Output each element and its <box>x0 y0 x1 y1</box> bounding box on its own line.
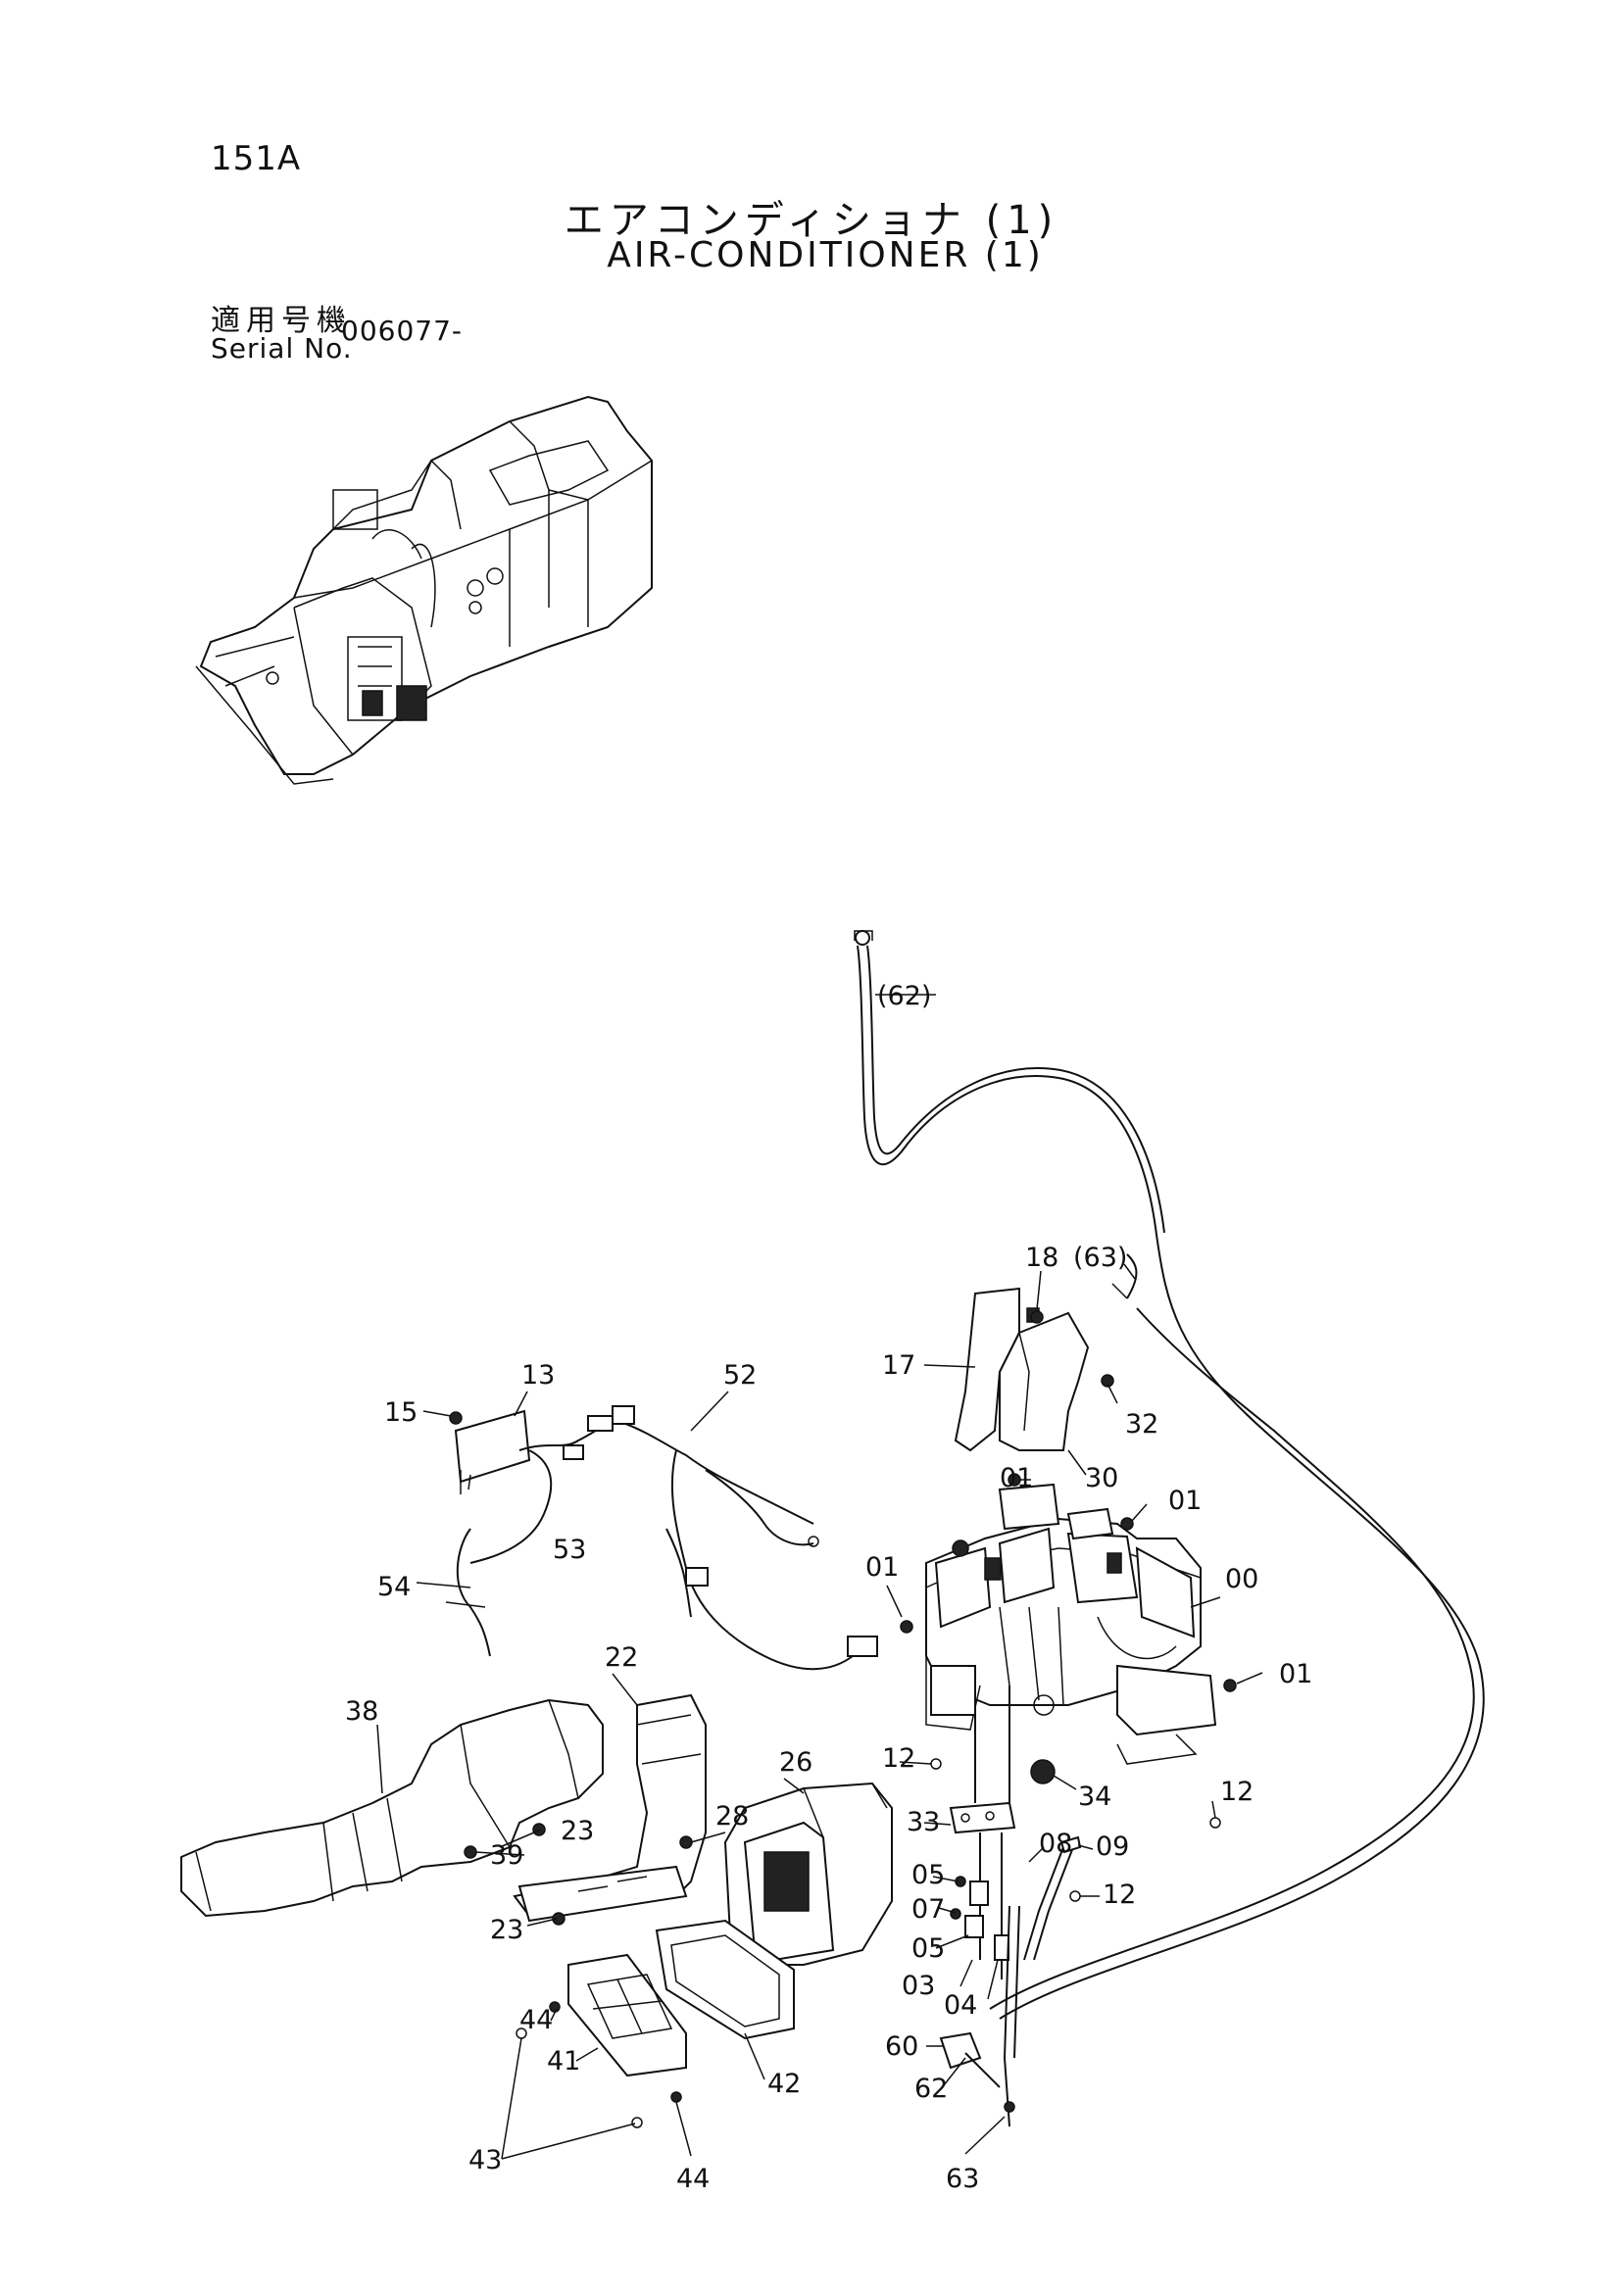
callout-01-right-lower: 01 <box>1279 1659 1312 1689</box>
callout-28: 28 <box>715 1801 749 1832</box>
callout-15: 15 <box>384 1397 418 1428</box>
callout-63: 63 <box>946 2164 979 2194</box>
callout-17: 17 <box>882 1350 915 1381</box>
callout-05-lower: 05 <box>911 1933 945 1964</box>
lower-duct <box>513 1693 707 1923</box>
callout-13: 13 <box>521 1360 555 1391</box>
callout-62: 62 <box>914 2074 948 2104</box>
callout-00: 00 <box>1225 1564 1258 1594</box>
callout-43: 43 <box>468 2145 502 2175</box>
callout-34: 34 <box>1078 1782 1111 1812</box>
callout-41: 41 <box>547 2046 580 2076</box>
callout-30: 30 <box>1085 1463 1118 1493</box>
callout-12-right: 12 <box>1220 1777 1254 1807</box>
callout-18: 18 <box>1025 1243 1058 1273</box>
callout-52: 52 <box>723 1360 757 1391</box>
callout-39: 39 <box>490 1840 523 1871</box>
refrigerant-hose-assembly <box>854 930 1485 2020</box>
serial-label-english: Serial No. <box>211 332 353 365</box>
callout-04: 04 <box>944 1990 977 2021</box>
callout-01-left: 01 <box>865 1552 899 1583</box>
callout-01-right-upper: 01 <box>1168 1486 1202 1516</box>
page-title-english: AIR-CONDITIONER (1) <box>607 235 1044 275</box>
callout-23-upper: 23 <box>561 1816 594 1846</box>
callout-05-upper: 05 <box>911 1860 945 1890</box>
callout-12-lower: 12 <box>1103 1880 1136 1910</box>
callout-03: 03 <box>902 1971 935 2001</box>
callout-32: 32 <box>1125 1409 1158 1440</box>
upper-duct <box>954 1287 1090 1452</box>
callout-01-top: 01 <box>1000 1463 1033 1493</box>
callout-44-upper: 44 <box>519 2005 553 2035</box>
callout-labels: 15 13 52 53 54 18 (63) 17 32 30 01 01 01… <box>345 981 1312 2194</box>
callout-07: 07 <box>911 1894 945 1925</box>
filter-case <box>655 1919 795 2040</box>
air-filter <box>567 1953 687 2077</box>
front-duct <box>180 1698 604 1918</box>
callout-08: 08 <box>1039 1829 1072 1859</box>
excavator-overview-drawing <box>195 395 653 785</box>
serial-number-value: 006077- <box>341 315 463 347</box>
callout-09: 09 <box>1096 1832 1129 1862</box>
callout-38: 38 <box>345 1696 378 1727</box>
callout-23-lower: 23 <box>490 1915 523 1945</box>
callout-54: 54 <box>377 1572 411 1602</box>
callout-53: 53 <box>553 1535 586 1565</box>
air-conditioner-unit <box>925 1483 1217 1765</box>
page-number: 151A <box>211 139 302 178</box>
callout-33: 33 <box>907 1807 940 1837</box>
blower-unit <box>723 1782 893 1966</box>
callout-42: 42 <box>767 2069 801 2099</box>
callout-22: 22 <box>605 1642 638 1673</box>
callout-26: 26 <box>779 1747 812 1778</box>
fasteners <box>449 1310 1237 2128</box>
pipe-fittings <box>939 1685 1082 2127</box>
serial-label-japanese: 適用号機 <box>211 304 352 338</box>
callout-62-reference: (62) <box>877 981 931 1011</box>
callout-12-upper: 12 <box>882 1743 915 1774</box>
leader-lines <box>376 994 1263 2160</box>
callout-63-reference: (63) <box>1073 1243 1127 1273</box>
callout-44-lower: 44 <box>676 2164 710 2194</box>
page-title-japanese: エアコンディショナ (1) <box>564 198 1059 243</box>
callout-60: 60 <box>885 2031 918 2062</box>
wiring-harness <box>454 1405 878 1671</box>
